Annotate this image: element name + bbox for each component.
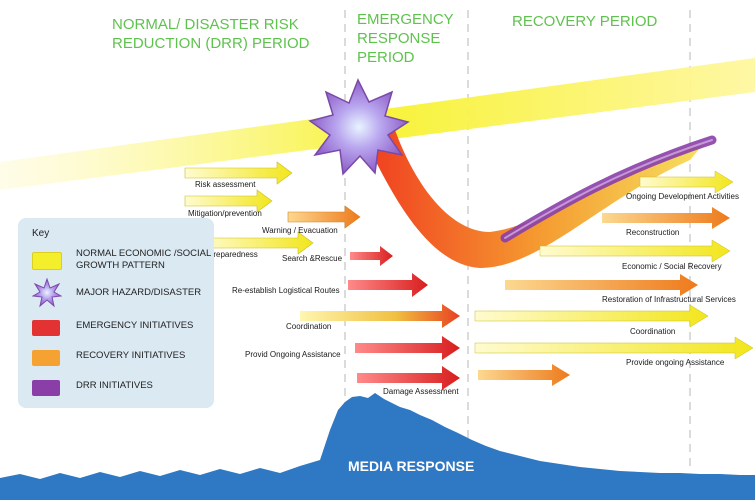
label-infrastructure: Restoration of Infrastructural Services xyxy=(602,295,736,304)
arrow-logistical xyxy=(348,273,428,297)
arrow-infrastructure xyxy=(505,274,698,296)
phase-title-recovery: RECOVERY PERIOD xyxy=(512,13,658,30)
recovery-arrows xyxy=(474,170,754,386)
recovery-curve-band xyxy=(370,130,705,268)
recovery-swatch xyxy=(32,350,60,366)
legend-label: RECOVERY INITIATIVES xyxy=(76,350,186,361)
label-development: Ongoing Development Activities xyxy=(626,192,739,201)
arrow-development xyxy=(639,170,734,194)
arrow-preparedness xyxy=(199,231,314,255)
label-reconstruction: Reconstruction xyxy=(626,228,680,237)
legend-label: NORMAL ECONOMIC /SOCIAL GROWTH PATTERN xyxy=(76,248,211,271)
legend-label: EMERGENCY INITIATIVES xyxy=(76,320,194,331)
legend-item-growth: NORMAL ECONOMIC /SOCIAL GROWTH PATTERN xyxy=(28,248,214,274)
emergency-arrows xyxy=(300,246,460,390)
legend-item-emergency: EMERGENCY INITIATIVES xyxy=(28,316,214,342)
arrow-assistance-recovery xyxy=(474,336,754,360)
arrow-economic xyxy=(539,239,731,263)
arrow-warning xyxy=(287,205,361,229)
label-assistance-recovery: Provide ongoing Assistance xyxy=(626,358,725,367)
hazard-star-icon xyxy=(308,78,410,176)
label-preparedness: Preparedness xyxy=(208,250,258,259)
arrow-mitigation xyxy=(184,189,273,213)
arrow-recovery-short xyxy=(478,364,570,386)
legend-label: MAJOR HAZARD/DISASTER xyxy=(76,287,202,298)
legend-item-hazard: MAJOR HAZARD/DISASTER xyxy=(28,278,214,308)
arrow-reconstruction xyxy=(602,207,730,229)
arrow-risk-assessment xyxy=(184,161,293,185)
label-coordination-emergency: Coordination xyxy=(286,322,332,331)
growth-swatch xyxy=(32,252,62,270)
arrow-coordination-emergency xyxy=(300,304,460,328)
pre-disaster-arrows xyxy=(184,161,361,255)
arrow-assistance-emergency xyxy=(355,336,460,360)
legend-item-drr: DRR INITIATIVES xyxy=(28,376,214,402)
legend-panel: Key NORMAL ECONOMIC /SOCIAL GROWTH PATTE… xyxy=(18,218,214,408)
label-risk-assessment: Risk assessment xyxy=(195,180,256,189)
phase-title-emergency: EMERGENCY RESPONSE PERIOD xyxy=(357,11,454,66)
phase-title-normal: NORMAL/ DISASTER RISK REDUCTION (DRR) PE… xyxy=(112,16,310,52)
legend-item-recovery: RECOVERY INITIATIVES xyxy=(28,346,214,372)
label-mitigation: Mitigation/prevention xyxy=(188,209,262,218)
label-logistical: Re-establish Logistical Routes xyxy=(232,286,340,295)
legend-label: DRR INITIATIVES xyxy=(76,380,153,391)
arrow-coordination-recovery xyxy=(474,304,709,328)
arrow-search-rescue xyxy=(350,246,393,266)
hazard-star-icon xyxy=(32,278,62,308)
arrow-damage-assessment xyxy=(357,366,460,390)
emergency-swatch xyxy=(32,320,60,336)
drr-swatch xyxy=(32,380,60,396)
label-search-rescue: Search &Rescue xyxy=(282,254,343,263)
media-response-area xyxy=(0,393,755,500)
label-coordination-recovery: Coordination xyxy=(630,327,676,336)
label-economic: Economic / Social Recovery xyxy=(622,262,722,271)
label-warning: Warning / Evacuation xyxy=(262,226,338,235)
legend-title: Key xyxy=(32,228,50,239)
label-assistance-emergency: Provid Ongoing Assistance xyxy=(245,350,341,359)
media-response-label: MEDIA RESPONSE xyxy=(348,458,475,474)
label-damage-assessment: Damage Assessment xyxy=(383,387,459,396)
